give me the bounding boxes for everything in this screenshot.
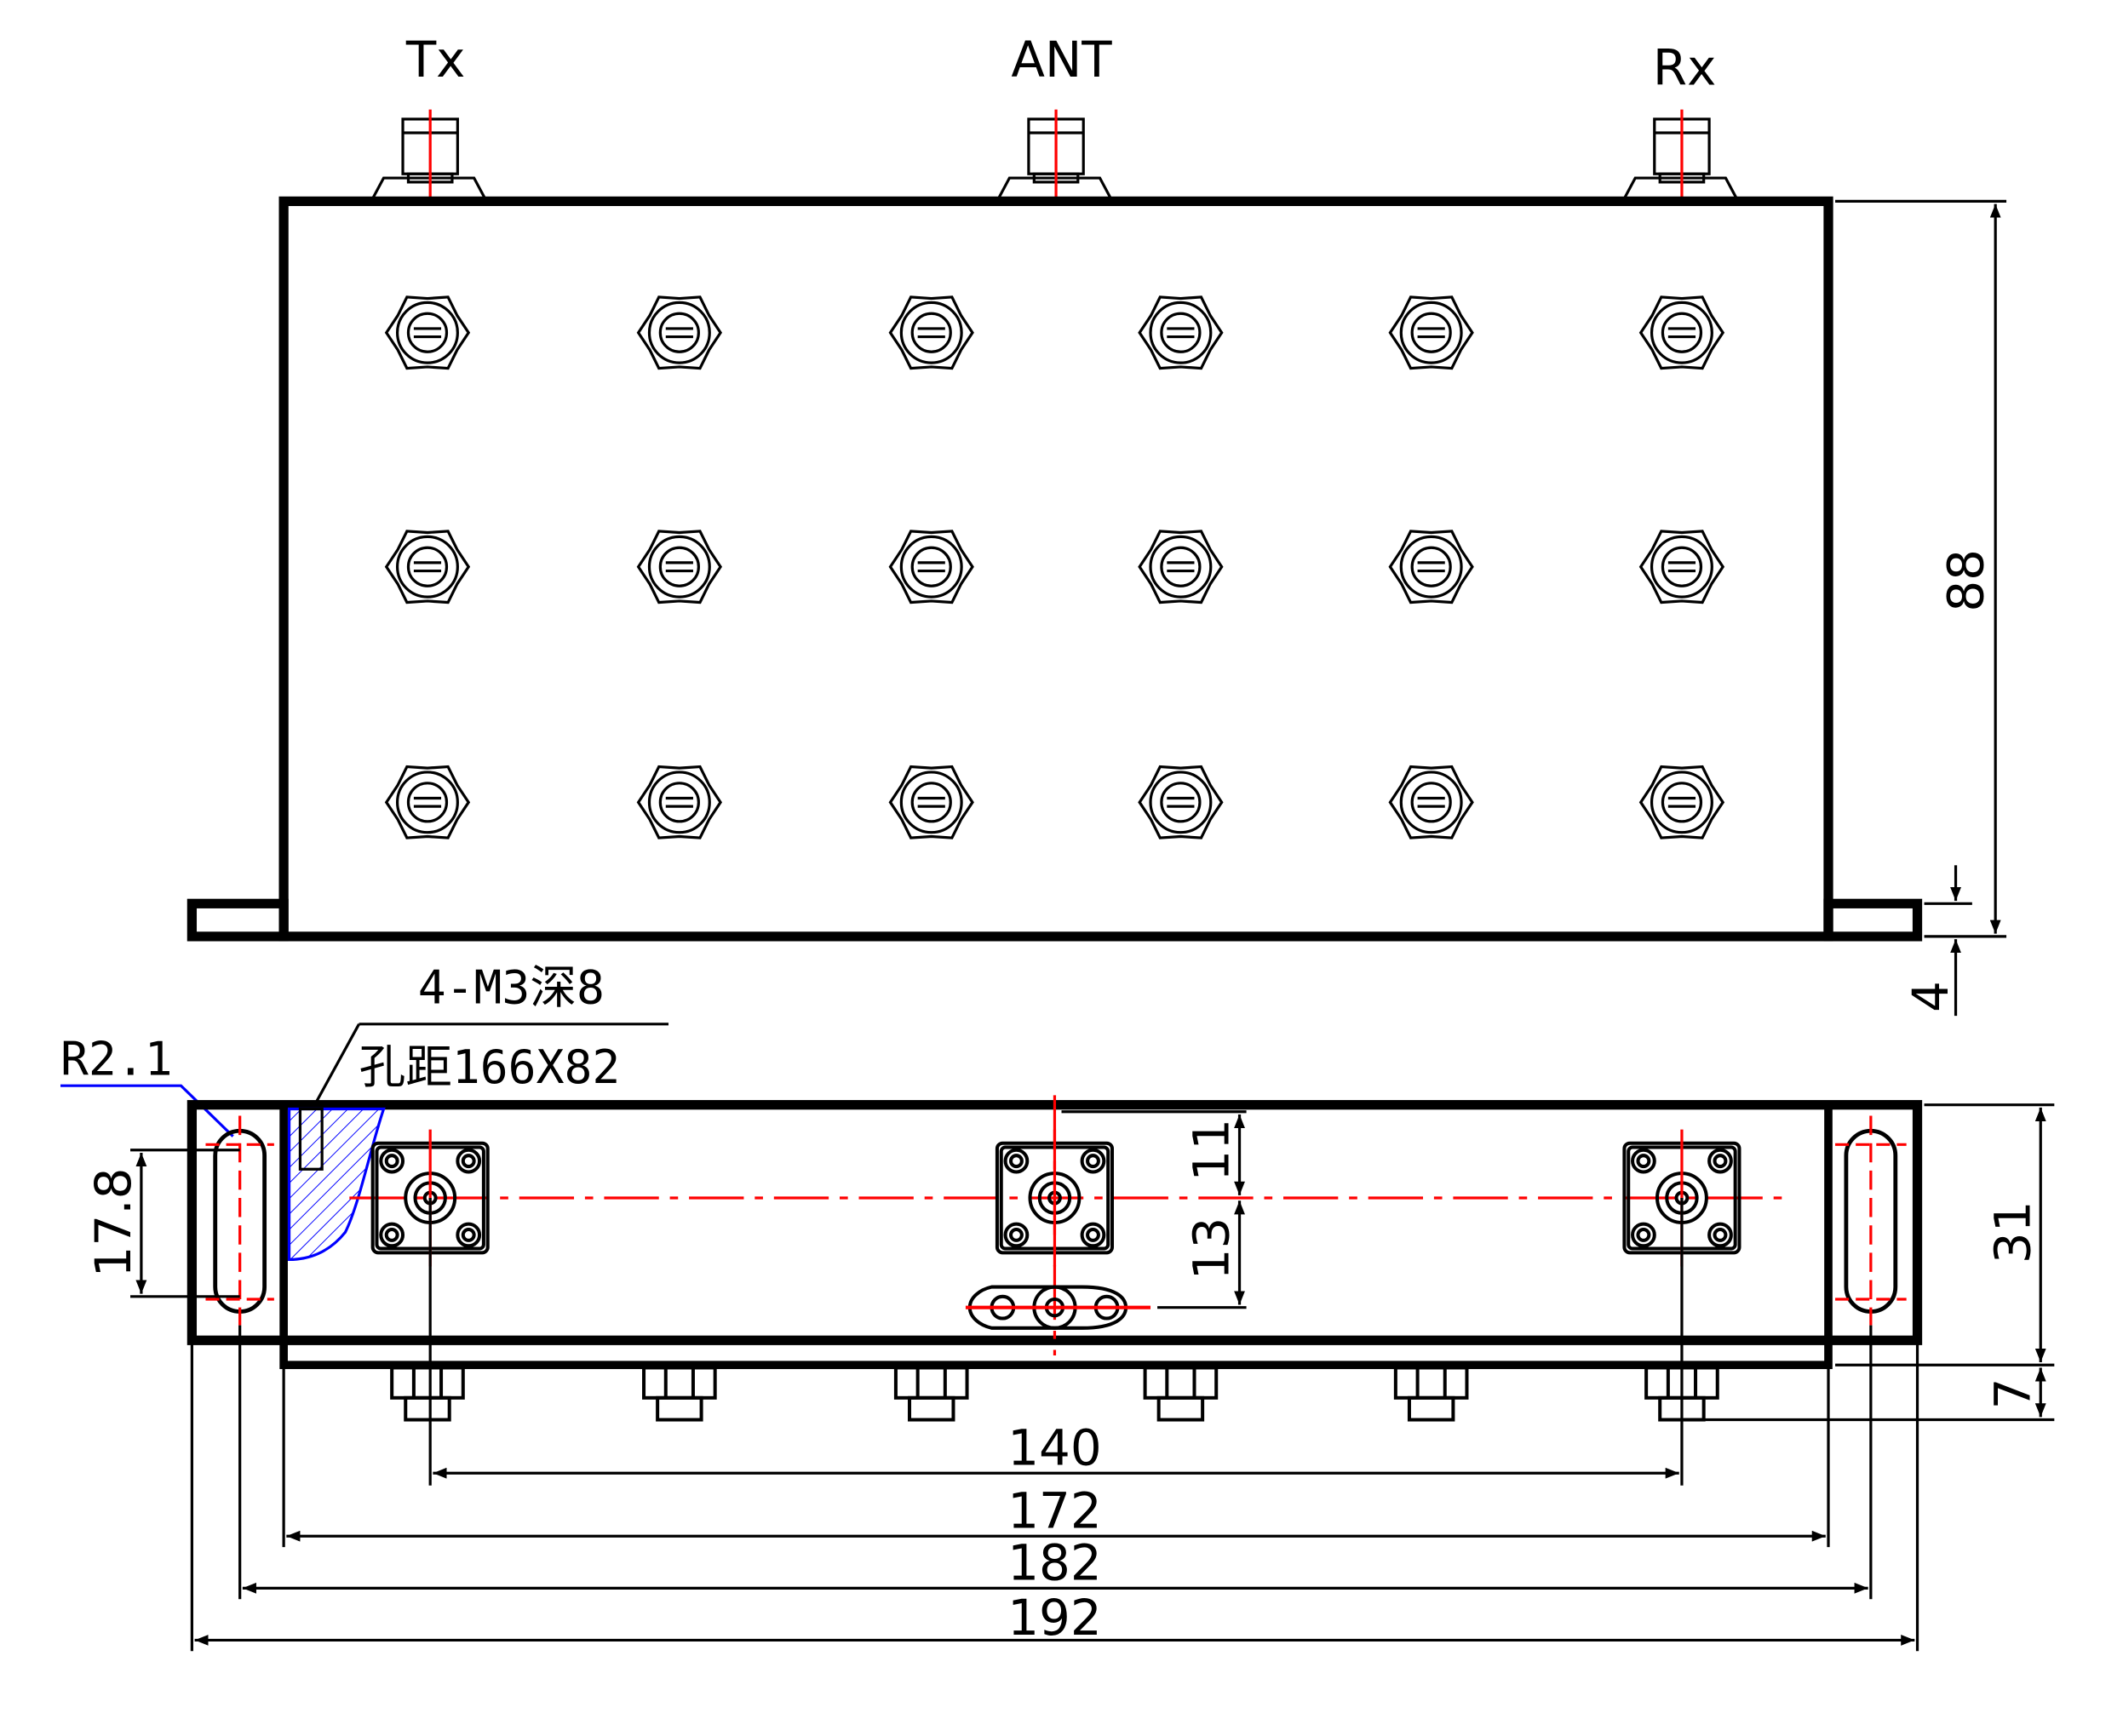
tuning-screw	[1638, 765, 1725, 839]
tuning-screw	[1388, 765, 1474, 839]
screw-protrusion-value: 7	[1983, 1378, 2041, 1410]
length-dimensions	[190, 1198, 1919, 1652]
hole-spacing-note: 孔距166X82	[359, 1040, 621, 1094]
slot-length-dimension	[130, 1149, 240, 1298]
tuning-screw	[1638, 530, 1725, 604]
tuning-screw	[384, 530, 471, 604]
tuning-screw	[1388, 295, 1474, 370]
tuning-screw	[888, 530, 974, 604]
height-dimension	[1835, 199, 2007, 938]
port-spacing-value: 140	[1007, 1419, 1101, 1477]
right-slot	[1835, 1115, 1907, 1326]
overall-length-value: 192	[1007, 1589, 1101, 1647]
offset-bottom-value: 13	[1183, 1217, 1241, 1281]
tuning-screw	[384, 765, 471, 839]
bottom-screw	[1143, 1366, 1219, 1422]
bottom-connector	[965, 1285, 1151, 1330]
ant-connector	[997, 109, 1112, 203]
bottom-screws	[390, 1366, 1719, 1422]
slot-radius-leader	[60, 1084, 234, 1137]
tuning-screw	[888, 295, 974, 370]
ant-label: ANT	[1011, 31, 1112, 89]
tuning-screw	[636, 530, 723, 604]
tuning-screw	[1138, 530, 1224, 604]
section-hatch	[287, 1107, 386, 1262]
top-view: Tx ANT Rx 88 4	[186, 31, 2007, 1017]
bottom-screw	[642, 1366, 717, 1422]
depth-value: 31	[1983, 1200, 2041, 1263]
vertical-offset-dimensions	[1061, 1110, 1247, 1309]
bottom-screw	[893, 1366, 969, 1422]
offset-top-value: 11	[1183, 1119, 1241, 1182]
body-length-value: 172	[1007, 1482, 1101, 1540]
tuning-screw	[1138, 765, 1224, 839]
tuning-screw	[1388, 530, 1474, 604]
height-value: 88	[1937, 549, 1995, 612]
bottom-screw	[1393, 1366, 1469, 1422]
tx-label: Tx	[405, 31, 466, 89]
left-slot	[205, 1115, 274, 1326]
tuning-screw	[384, 295, 471, 370]
cover-plate	[279, 1336, 1833, 1370]
flange-thickness-dimension	[1924, 865, 1972, 1017]
side-view: 4-M3深8 孔距166X82 R2.1	[60, 960, 2055, 1652]
rx-connector	[1622, 109, 1738, 203]
rx-label: Rx	[1653, 39, 1716, 97]
tuning-screw	[1638, 295, 1725, 370]
bottom-screw	[390, 1366, 465, 1422]
tuning-screw	[636, 295, 723, 370]
tuning-screw	[636, 765, 723, 839]
tuning-screw-grid	[384, 295, 1725, 839]
tuning-screw	[888, 765, 974, 839]
connector-flanges	[370, 1129, 1741, 1267]
tx-connector	[371, 109, 486, 203]
slot-radius-note: R2.1	[60, 1031, 173, 1086]
tuning-screw	[1138, 295, 1224, 370]
flange-thickness-value: 4	[1902, 981, 1959, 1012]
slot-spacing-value: 182	[1007, 1534, 1101, 1592]
square-flange-connector	[995, 1129, 1115, 1267]
left-flange	[186, 898, 289, 942]
housing-outline	[278, 196, 1833, 942]
tapped-holes-note: 4-M3深8	[418, 960, 605, 1015]
right-flange	[1823, 898, 1923, 942]
slot-length-value: 17.8	[84, 1168, 142, 1278]
